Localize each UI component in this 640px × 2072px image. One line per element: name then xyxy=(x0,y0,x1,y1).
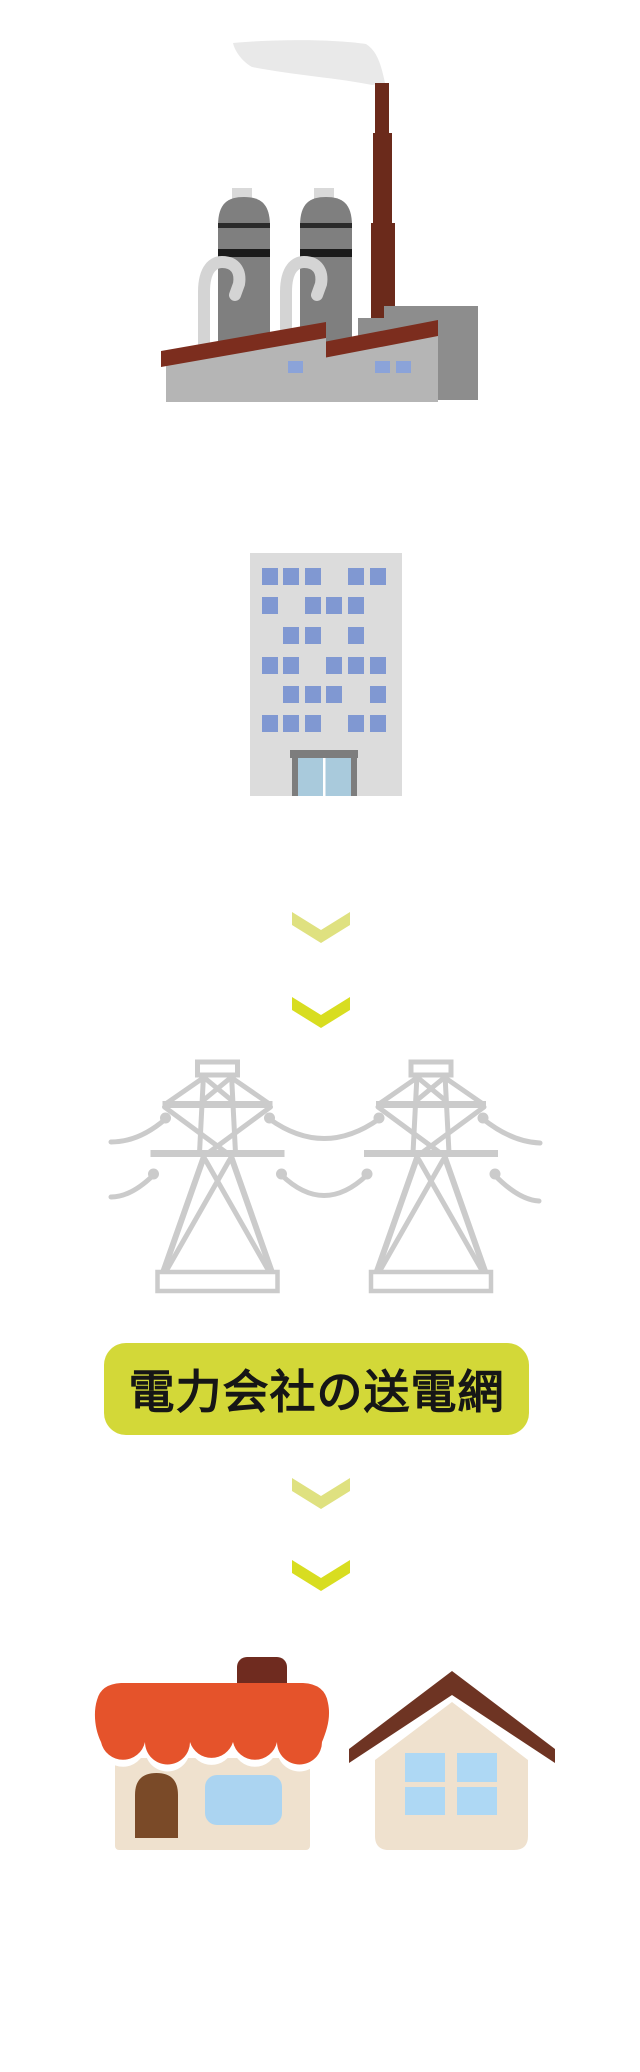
house-window xyxy=(405,1753,497,1815)
transmission-towers-illustration xyxy=(108,1059,543,1294)
chevron-down-icon xyxy=(292,997,350,1028)
shop-awning xyxy=(94,1683,330,1765)
factory-window xyxy=(375,361,390,373)
factory-window xyxy=(396,361,411,373)
chevron-down-icon xyxy=(292,912,350,943)
house-illustration xyxy=(349,1671,555,1850)
house-roof xyxy=(349,1671,555,1763)
down-arrows-top xyxy=(292,912,350,1028)
chevron-down-icon xyxy=(292,1560,350,1591)
shop-illustration xyxy=(94,1657,330,1850)
factory-chimney xyxy=(371,83,395,345)
power-lines xyxy=(108,1116,543,1204)
factory-window xyxy=(288,361,303,373)
office-building-illustration xyxy=(250,553,402,796)
tank-pipes xyxy=(198,255,328,366)
building-entrance xyxy=(290,750,358,796)
building-window-grid xyxy=(262,568,386,732)
shop-window xyxy=(205,1775,282,1825)
down-arrows-bottom xyxy=(292,1478,350,1591)
grid-label: 電力会社の送電網 xyxy=(104,1343,529,1435)
grid-label-text: 電力会社の送電網 xyxy=(128,1365,505,1419)
factory-building xyxy=(161,320,438,402)
smoke-icon xyxy=(233,40,385,85)
consumers-illustration xyxy=(94,1657,555,1850)
shop-door xyxy=(135,1773,178,1838)
pylon xyxy=(148,1059,287,1294)
power-plant-illustration xyxy=(161,40,478,402)
pylon xyxy=(361,1059,501,1294)
chevron-down-icon xyxy=(292,1478,350,1509)
